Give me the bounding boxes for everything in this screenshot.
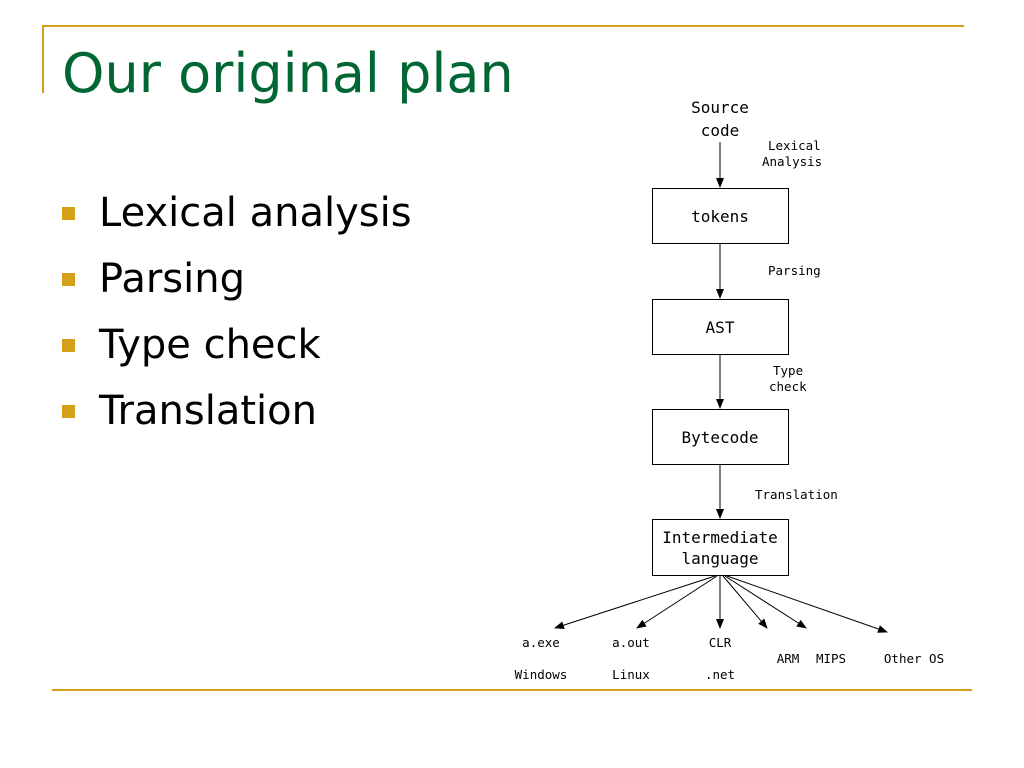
node-il-label-line-1: Intermediate: [662, 528, 778, 547]
bullet-item: Type check: [62, 312, 412, 378]
node-ast: AST: [652, 299, 789, 355]
node-il-label-line-2: language: [681, 549, 758, 568]
bullet-square-icon: [62, 338, 75, 352]
target-clr: CLR: [709, 635, 732, 650]
edge-il-other-os: [726, 575, 888, 633]
bullet-square-icon: [62, 272, 75, 286]
source-label-line-1: Source: [691, 98, 749, 117]
target-aexe: a.exe: [522, 635, 560, 650]
node-intermediate-language: Intermediate language: [652, 519, 789, 576]
target-mips: MIPS: [816, 651, 846, 666]
bullet-item: Lexical analysis: [62, 180, 412, 246]
bullet-item: Parsing: [62, 246, 412, 312]
edge-il-aout: [636, 575, 718, 629]
target-dotnet: .net: [705, 667, 735, 682]
edge-label-lexical-line-2: Analysis: [762, 154, 822, 169]
node-bytecode: Bytecode: [652, 409, 789, 465]
bullet-item: Translation: [62, 378, 412, 444]
edge-il-mips: [724, 575, 807, 629]
edge-label-type-line-1: Type: [773, 363, 803, 378]
node-bytecode-label: Bytecode: [681, 428, 758, 447]
bullet-text: Lexical analysis: [99, 190, 412, 236]
bullet-square-icon: [62, 206, 75, 220]
slide-title: Our original plan: [62, 42, 514, 105]
bullet-list: Lexical analysis Parsing Type check Tran…: [62, 180, 412, 444]
target-windows: Windows: [515, 667, 568, 682]
bottom-rule: [52, 689, 972, 691]
edge-label-type-line-2: check: [769, 379, 807, 394]
left-rule: [42, 25, 44, 93]
target-linux: Linux: [612, 667, 650, 682]
bullet-text: Type check: [99, 322, 321, 368]
edge-il-aexe: [554, 575, 716, 630]
edge-label-parsing: Parsing: [768, 263, 821, 278]
target-arm: ARM: [777, 651, 800, 666]
node-tokens-label: tokens: [691, 207, 749, 226]
top-rule: [42, 25, 964, 27]
edge-il-arm: [722, 575, 768, 629]
bullet-text: Translation: [99, 388, 317, 434]
node-tokens: tokens: [652, 188, 789, 244]
node-ast-label: AST: [706, 318, 735, 337]
target-other-os: Other OS: [884, 651, 944, 666]
target-aout: a.out: [612, 635, 650, 650]
bullet-text: Parsing: [99, 256, 245, 302]
edge-label-lexical-line-1: Lexical: [768, 138, 821, 153]
bullet-square-icon: [62, 404, 75, 418]
source-label-line-2: code: [701, 121, 740, 140]
edge-label-translation: Translation: [755, 487, 838, 502]
